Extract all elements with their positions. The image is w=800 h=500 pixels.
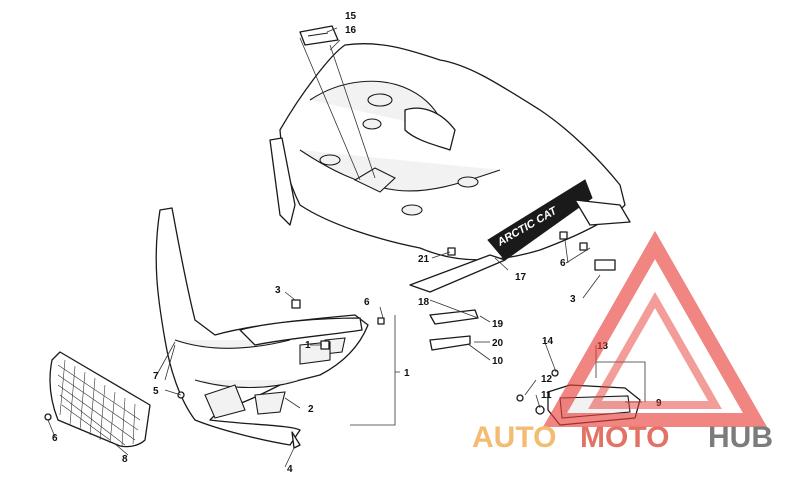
callout-16: 16 [345,25,357,36]
watermark-triangle-icon [542,230,768,427]
callout-15: 15 [345,11,357,22]
callout-1: 1 [404,368,410,379]
callout-8: 8 [122,454,128,465]
callout-10: 10 [492,356,504,367]
watermark-auto: AUTO [472,421,556,454]
front-fascia [155,207,369,446]
callout-18: 18 [418,297,430,308]
front-body-panel: ARCTIC CAT [269,43,631,261]
callout-2: 2 [308,404,314,415]
callout-17: 17 [515,272,527,283]
callout-21: 21 [418,254,430,265]
callout-6-top: 6 [560,258,566,269]
callout-4: 4 [287,464,293,475]
leader-lines [47,27,646,468]
callout-6-mid: 6 [364,297,370,308]
callout-3-left: 3 [275,285,281,296]
callout-19: 19 [492,319,504,330]
callout-3-right: 3 [570,294,576,305]
callout-1-inner: 1 [305,340,311,351]
callout-7: 7 [153,371,159,382]
callout-12: 12 [541,374,553,385]
callout-20: 20 [492,338,504,349]
callout-11: 11 [541,390,552,401]
callout-14: 14 [542,336,554,347]
watermark: AUTO MOTO HUB [472,230,773,454]
watermark-hub: HUB [708,421,773,454]
grille [49,351,151,448]
callout-6-left: 6 [52,433,58,444]
lower-strip [409,254,506,293]
callout-5: 5 [153,386,159,397]
storage-cap [299,25,339,46]
watermark-moto: MOTO [580,421,669,454]
hardware [44,231,616,449]
